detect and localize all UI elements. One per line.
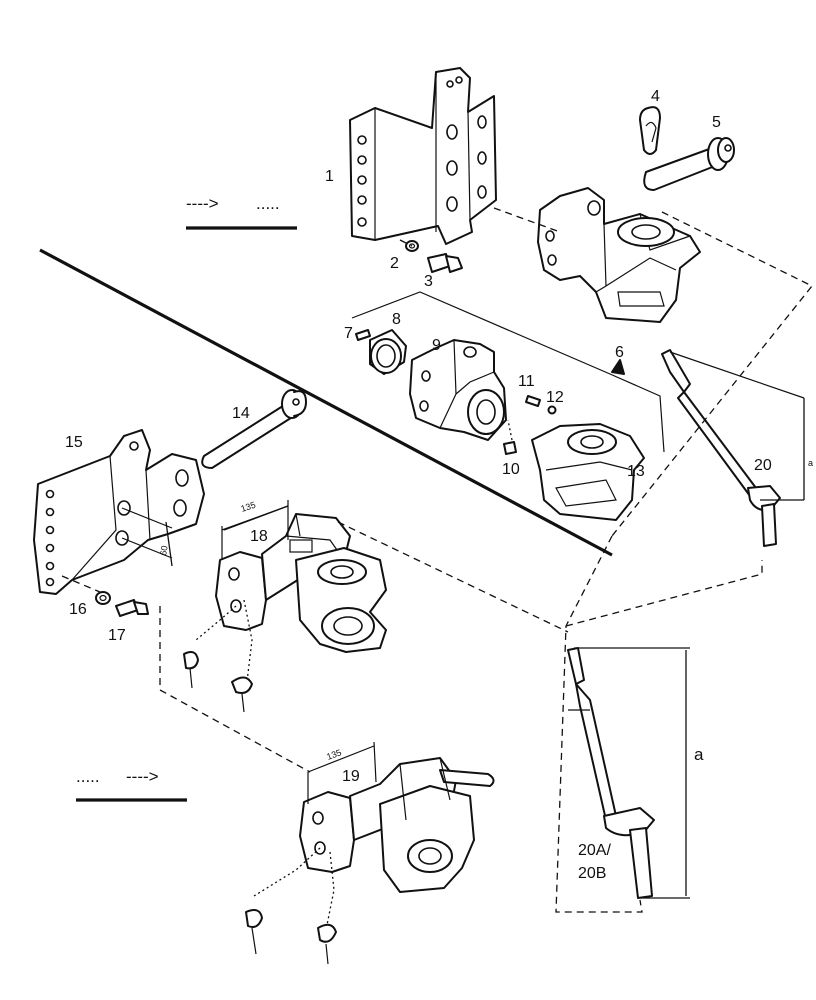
section-divider-line — [39, 248, 613, 557]
part-19-coupling-assembly — [245, 741, 495, 965]
part-15-mounting-bracket — [33, 429, 205, 595]
legend-top: ----> ..... — [186, 194, 297, 230]
part-6-group-bracket — [351, 291, 665, 453]
legend-bottom-dashed: ----> — [126, 767, 159, 786]
legend-bottom: ..... ----> — [76, 767, 187, 802]
dimension-a-small-text: a — [808, 458, 813, 468]
label-part-12: 12 — [546, 389, 564, 406]
label-part-20: 20 — [754, 457, 772, 474]
part-6-marker — [611, 359, 625, 375]
label-part-15: 15 — [65, 434, 83, 451]
part-13-coupling-jaw — [531, 423, 645, 521]
legend-bottom-dotted: ..... — [76, 767, 100, 786]
dimension-135-upper: 135 — [223, 500, 289, 531]
label-part-8: 8 — [392, 311, 401, 328]
part-7-split-pin — [355, 329, 371, 341]
label-part-20ab-line2: 20B — [578, 865, 606, 882]
part-4-linch-clip — [639, 106, 661, 155]
dimension-135-lower-text: 135 — [325, 747, 343, 762]
label-part-9: 9 — [432, 337, 441, 354]
dimension-a-large-text: a — [694, 745, 704, 764]
label-part-19: 19 — [342, 768, 360, 785]
label-part-3: 3 — [424, 273, 433, 290]
dimension-135-upper-text: 135 — [240, 500, 257, 514]
label-part-20ab-line1: 20A/ — [578, 842, 611, 859]
part-3-bolt — [427, 253, 463, 273]
part-1-mounting-bracket — [349, 67, 497, 245]
part-labels: 1 2 3 4 5 6 7 8 9 10 11 12 13 14 15 16 1… — [65, 88, 772, 882]
label-part-18: 18 — [250, 528, 268, 545]
part-8-castle-nut — [369, 329, 407, 375]
label-part-5: 5 — [712, 114, 721, 131]
label-part-11: 11 — [518, 373, 535, 390]
label-part-1: 1 — [325, 168, 334, 185]
part-20-lever: a — [661, 349, 813, 547]
legend-top-dashed: ----> — [186, 194, 219, 213]
leader-lines — [61, 207, 814, 913]
label-part-13: 13 — [627, 463, 645, 480]
part-12-ball — [547, 405, 557, 415]
part-9-flange-block — [409, 339, 507, 441]
label-part-7: 7 — [344, 325, 353, 342]
label-part-14: 14 — [232, 405, 250, 422]
label-part-6: 6 — [615, 344, 624, 361]
label-part-4: 4 — [651, 88, 660, 105]
part-16-washer — [95, 591, 111, 605]
label-part-2: 2 — [390, 255, 399, 272]
part-17-bolt — [115, 599, 149, 617]
part-5-coupling-pin — [643, 137, 735, 191]
part-18-coupling-assembly — [183, 500, 387, 713]
label-part-10: 10 — [502, 461, 520, 478]
part-10-grease-nipple — [503, 419, 517, 455]
label-part-16: 16 — [69, 601, 87, 618]
upper-coupling-housing — [537, 187, 701, 323]
label-part-17: 17 — [108, 627, 126, 644]
part-20ab-lever: a — [567, 647, 704, 899]
dimension-60-text: 60 — [158, 545, 170, 557]
part-11-spring — [525, 395, 541, 407]
part-14-coupling-pin — [201, 389, 307, 469]
legend-top-dotted: ..... — [256, 194, 280, 213]
